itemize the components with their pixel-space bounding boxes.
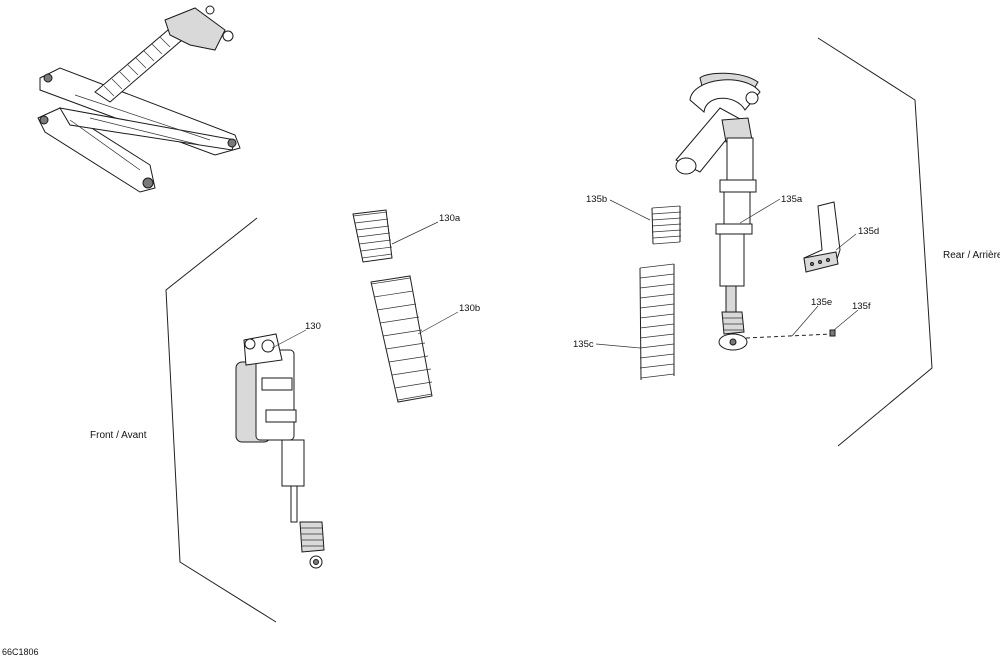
- front-section-label: Front / Avant: [90, 430, 147, 441]
- callout-130a: 130a: [439, 213, 461, 224]
- callout-135a: 135a: [781, 194, 803, 205]
- callout-135f: 135f: [852, 301, 871, 312]
- rear-section-bracket: [817, 37, 933, 447]
- callout-135e: 135e: [811, 297, 832, 308]
- rear-spring-135b: [651, 205, 682, 245]
- callout-130b: 130b: [459, 303, 480, 314]
- rear-spring-135c: [639, 263, 675, 381]
- diagram-code: 66C1806: [2, 647, 39, 657]
- callout-135d: 135d: [858, 226, 879, 237]
- front-spring-130a: [352, 209, 393, 263]
- callout-130: 130: [305, 321, 321, 332]
- rear-section-label: Rear / Arrière: [943, 250, 1000, 261]
- suspension-assembly-thumbnail: [37, 5, 241, 193]
- rear-guard-135d: [803, 201, 841, 273]
- rear-shock-135a: [675, 72, 761, 351]
- front-spring-130b: [370, 275, 433, 403]
- bolt-135e: [745, 333, 833, 339]
- front-shock-130: [235, 333, 325, 569]
- leader-lines: [271, 198, 859, 349]
- front-section-bracket: [165, 217, 277, 623]
- callout-135b: 135b: [586, 194, 607, 205]
- nut-135f: [829, 329, 836, 337]
- callout-135c: 135c: [573, 339, 594, 350]
